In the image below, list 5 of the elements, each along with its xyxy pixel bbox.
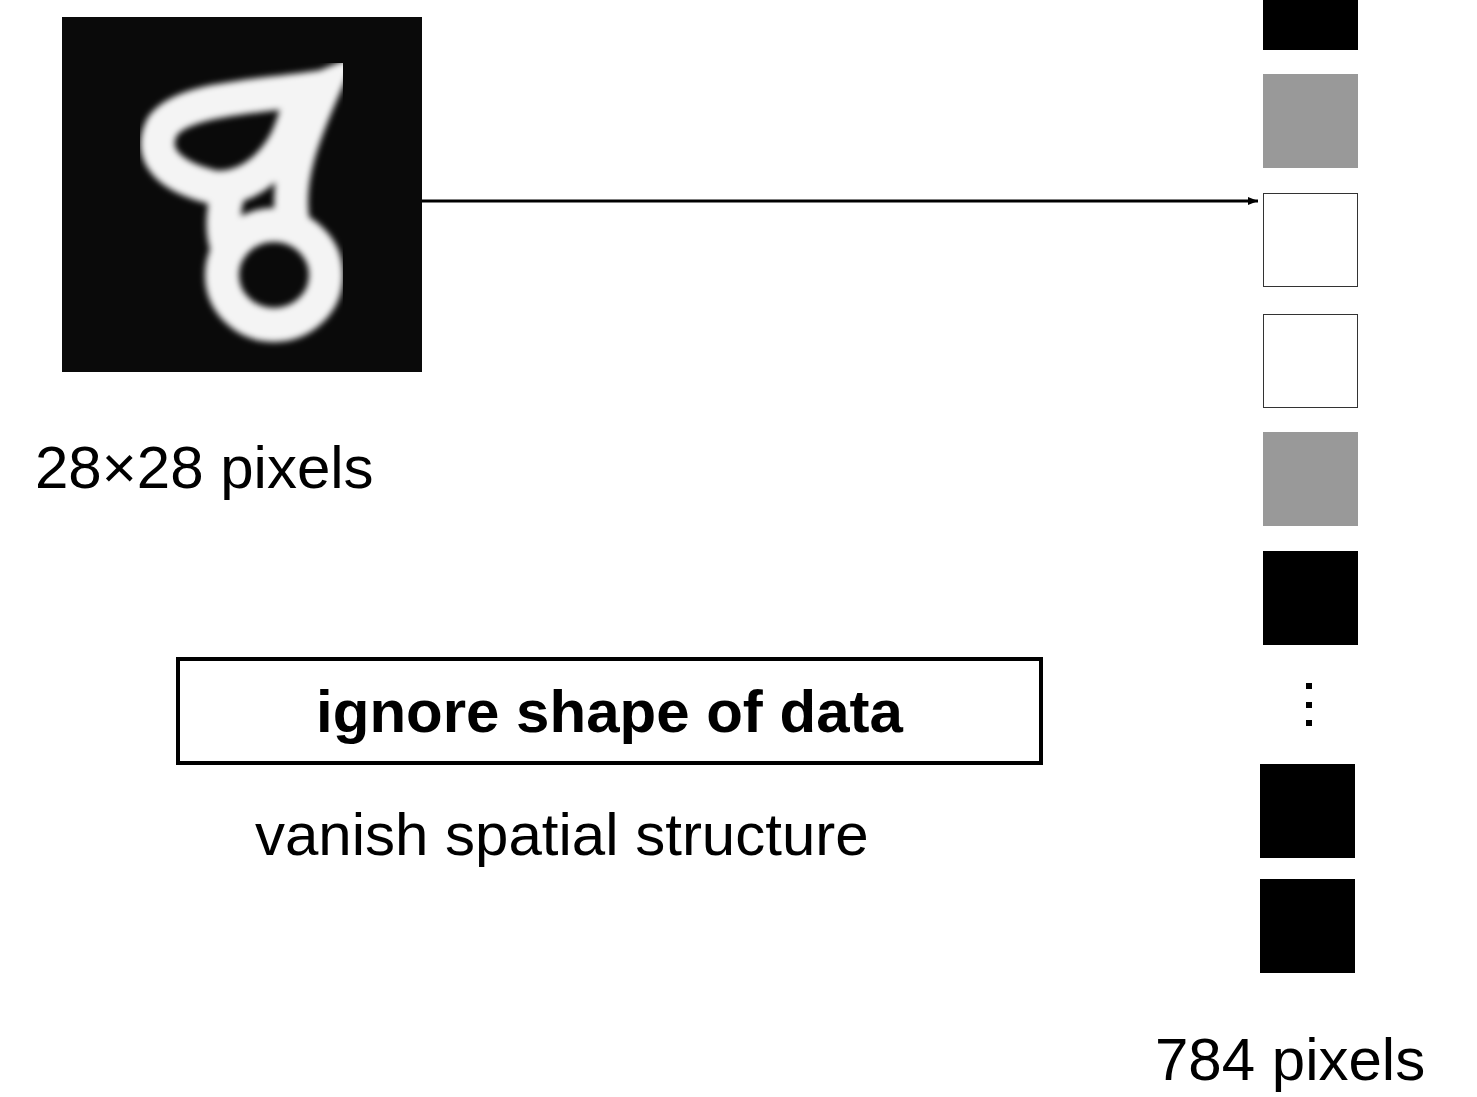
caption-text: vanish spatial structure <box>255 805 869 865</box>
arrow <box>422 197 1258 205</box>
caption-text: 28×28 pixels <box>35 438 374 498</box>
text-box: ignore shape of data <box>176 657 1043 765</box>
caption-text: 784 pixels <box>1155 1030 1426 1090</box>
